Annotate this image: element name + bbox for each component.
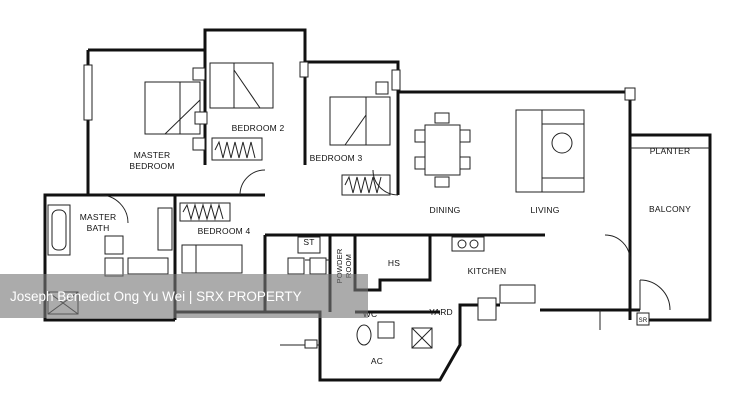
dining-table [414,112,471,188]
label-ac: AC [371,356,383,366]
label-sr: SR [639,318,648,324]
label-powder-room: POWDERROOM [335,248,353,283]
label-wc: WC [363,309,378,319]
label-st: ST [303,237,314,247]
label-bedroom3: BEDROOM 3 [310,153,363,163]
door-swings [99,169,631,261]
label-kitchen: KITCHEN [468,266,507,276]
wardrobes [127,137,391,275]
living-sofa [515,109,585,193]
bedroom3-bed [329,81,391,146]
kitchen-fixtures [451,236,536,321]
wc-fixtures [356,321,433,349]
ac-ledge [280,339,320,349]
label-bedroom2: BEDROOM 2 [232,123,285,133]
label-yard: YARD [429,307,453,317]
label-living: LIVING [530,205,559,215]
watermark-text: Joseph Benedict Ong Yu Wei | SRX PROPERT… [10,288,302,304]
master-bed [144,67,206,151]
label-dining: DINING [430,205,461,215]
bedroom4-bed [181,244,243,274]
label-hs: HS [388,258,400,268]
label-bedroom4: BEDROOM 4 [198,226,251,236]
label-balcony: BALCONY [649,204,691,214]
balcony-door [630,147,710,326]
bedroom2-bed [194,62,274,125]
windows [83,61,636,121]
label-planter: PLANTER [650,146,691,156]
watermark-banner: Joseph Benedict Ong Yu Wei | SRX PROPERT… [0,274,368,318]
